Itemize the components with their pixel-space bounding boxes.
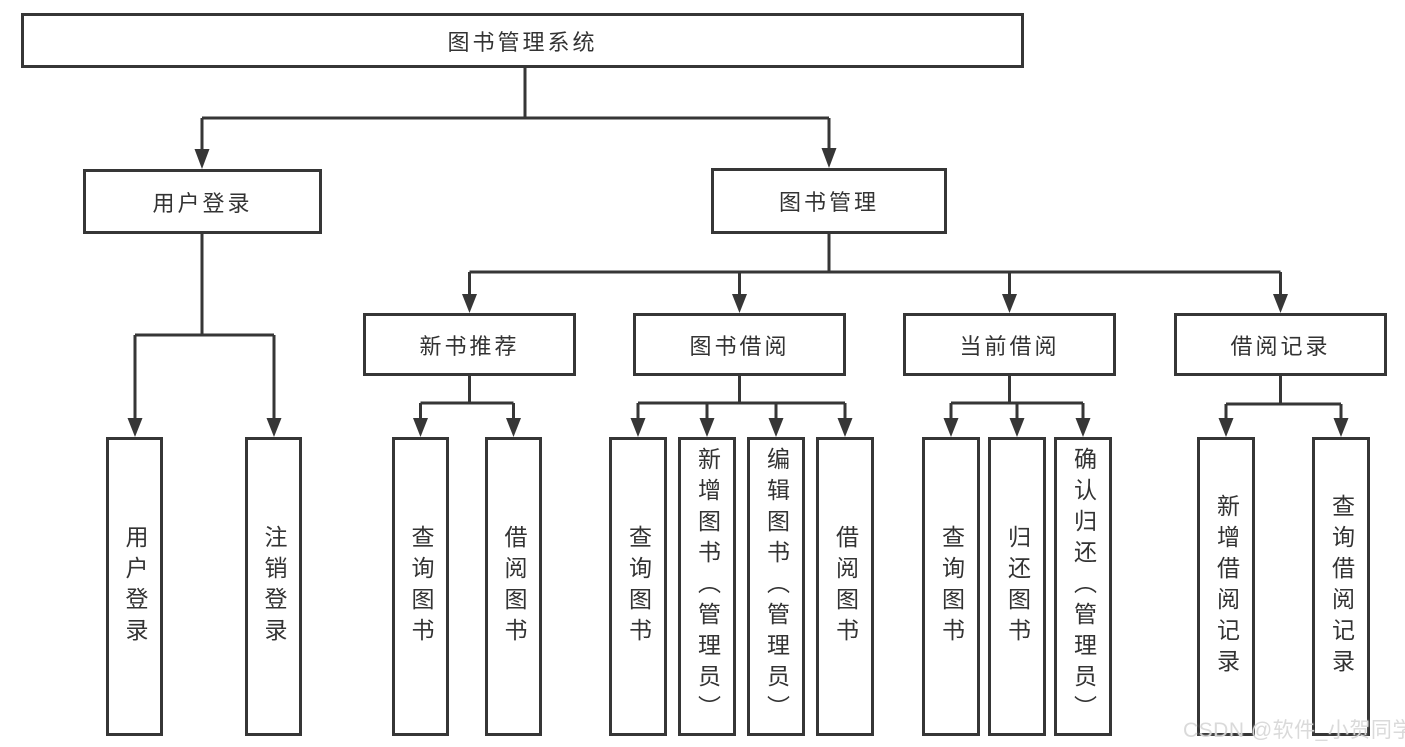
- node-root-system: 图书管理系统: [21, 13, 1024, 68]
- node-borrow-records: 借阅记录: [1174, 313, 1387, 376]
- node-user-login: 用户登录: [83, 169, 322, 234]
- leaf-br-query-record-label: 查询借阅记录: [1328, 493, 1355, 680]
- leaf-bb-query-book: 查询图书: [609, 437, 667, 736]
- node-new-book-recommend-label: 新书推荐: [419, 333, 520, 359]
- leaf-cb-return-book: 归还图书: [988, 437, 1046, 736]
- arrowheads: [127, 148, 1349, 437]
- leaf-cb-return-book-label: 归还图书: [1004, 524, 1031, 649]
- leaf-br-add-record: 新增借阅记录: [1197, 437, 1255, 736]
- node-current-borrow-label: 当前借阅: [959, 333, 1060, 359]
- leaf-cb-query-book: 查询图书: [922, 437, 980, 736]
- node-book-management-label: 图书管理: [778, 190, 879, 215]
- leaf-bb-edit-book-admin-label: 编辑图书（管理员）: [763, 447, 790, 726]
- leaf-bb-edit-book-admin: 编辑图书（管理员）: [747, 437, 805, 736]
- leaf-br-query-record: 查询借阅记录: [1312, 437, 1370, 736]
- leaf-nb-borrow-book-label: 借阅图书: [501, 524, 527, 649]
- leaf-bb-add-book-admin: 新增图书（管理员）: [678, 437, 736, 736]
- leaf-bb-query-book-label: 查询图书: [625, 524, 652, 649]
- node-root-system-label: 图书管理系统: [447, 29, 598, 55]
- leaf-logout-label: 注销登录: [261, 524, 287, 649]
- leaf-user-login: 用户登录: [106, 437, 163, 736]
- node-borrow-records-label: 借阅记录: [1230, 333, 1331, 359]
- node-current-borrow: 当前借阅: [903, 313, 1116, 376]
- leaf-nb-query-book: 查询图书: [392, 437, 449, 736]
- leaf-cb-confirm-return-admin-label: 确认归还（管理员）: [1070, 447, 1097, 726]
- leaf-cb-confirm-return-admin: 确认归还（管理员）: [1054, 437, 1112, 736]
- leaf-nb-borrow-book: 借阅图书: [485, 437, 542, 736]
- node-new-book-recommend: 新书推荐: [363, 313, 576, 376]
- leaf-bb-add-book-admin-label: 新增图书（管理员）: [694, 447, 721, 726]
- leaf-logout: 注销登录: [245, 437, 302, 736]
- leaf-br-add-record-label: 新增借阅记录: [1213, 493, 1240, 680]
- leaf-nb-query-book-label: 查询图书: [408, 524, 434, 649]
- node-book-borrow: 图书借阅: [633, 313, 846, 376]
- csdn-watermark: CSDN @软件_小贺同学: [1183, 719, 1405, 742]
- leaf-user-login-label: 用户登录: [122, 524, 148, 649]
- node-book-borrow-label: 图书借阅: [689, 333, 790, 359]
- leaf-bb-borrow-book-label: 借阅图书: [832, 524, 859, 649]
- node-book-management: 图书管理: [711, 168, 947, 234]
- leaf-cb-query-book-label: 查询图书: [938, 524, 965, 649]
- leaf-bb-borrow-book: 借阅图书: [816, 437, 874, 736]
- node-user-login-label: 用户登录: [152, 190, 253, 216]
